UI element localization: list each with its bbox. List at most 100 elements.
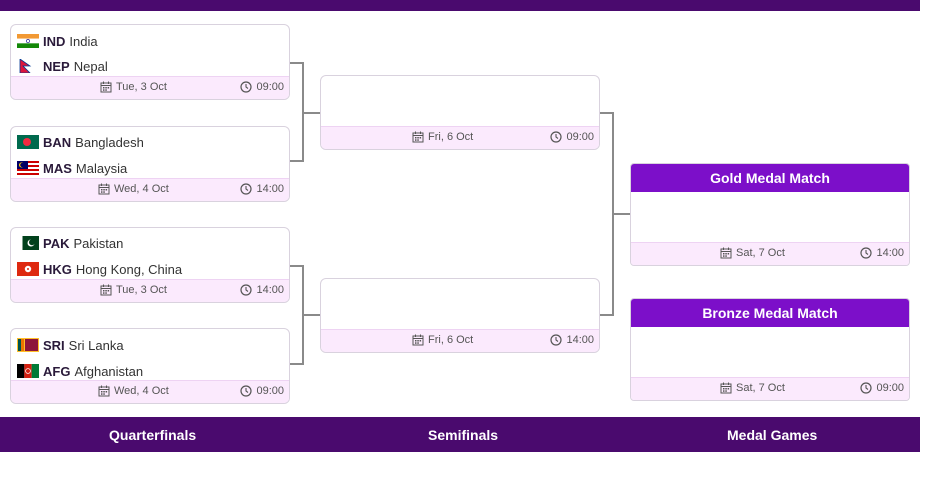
clock-icon bbox=[240, 284, 253, 296]
team-row[interactable]: AFG Afghanistan bbox=[17, 361, 143, 381]
team-code: IND bbox=[43, 33, 66, 49]
team-row[interactable]: NEP Nepal bbox=[17, 56, 108, 76]
match-date: Sat, 7 Oct bbox=[720, 247, 785, 259]
match-time: 09:00 bbox=[860, 382, 904, 394]
malaysia-flag bbox=[17, 161, 39, 175]
clock-icon bbox=[860, 247, 873, 259]
team-code: SRI bbox=[43, 337, 65, 353]
bangladesh-flag bbox=[17, 135, 39, 149]
bronze-medal-match[interactable]: Bronze Medal Match Sat, 7 Oct 09:00 bbox=[630, 298, 910, 401]
time-text: 14:00 bbox=[566, 334, 594, 346]
clock-icon bbox=[240, 183, 253, 195]
team-code: HKG bbox=[43, 261, 72, 277]
team-code: PAK bbox=[43, 235, 70, 251]
match-footer: Wed, 4 Oct 14:00 bbox=[11, 178, 289, 201]
team-row[interactable]: SRI Sri Lanka bbox=[17, 335, 124, 355]
quarterfinal-match-2[interactable]: BAN Bangladesh MAS Malaysia Wed, 4 Oct 1… bbox=[10, 126, 290, 202]
team-name: India bbox=[69, 33, 98, 49]
team-row[interactable]: IND India bbox=[17, 31, 98, 51]
hong-kong-flag bbox=[17, 262, 39, 276]
match-footer: Sat, 7 Oct 09:00 bbox=[631, 377, 909, 400]
match-time: 14:00 bbox=[550, 334, 594, 346]
match-footer: Sat, 7 Oct 14:00 bbox=[631, 242, 909, 265]
date-text: Sat, 7 Oct bbox=[736, 247, 785, 259]
india-flag bbox=[17, 34, 39, 48]
team-code: BAN bbox=[43, 134, 72, 150]
clock-icon bbox=[550, 334, 563, 346]
match-footer: Tue, 3 Oct 09:00 bbox=[11, 76, 289, 99]
time-text: 09:00 bbox=[256, 385, 284, 397]
date-text: Fri, 6 Oct bbox=[428, 131, 474, 143]
team-row[interactable]: HKG Hong Kong, China bbox=[17, 259, 182, 279]
bracket-connector bbox=[290, 62, 304, 64]
clock-icon bbox=[550, 131, 563, 143]
calendar-icon bbox=[100, 284, 112, 296]
match-time: 09:00 bbox=[240, 81, 284, 93]
bracket-connector bbox=[600, 112, 614, 114]
match-footer: Tue, 3 Oct 14:00 bbox=[11, 279, 289, 302]
clock-icon bbox=[240, 385, 253, 397]
calendar-icon bbox=[720, 382, 732, 394]
calendar-icon bbox=[720, 247, 732, 259]
quarterfinal-match-4[interactable]: SRI Sri Lanka AFG Afghanistan Wed, 4 Oct… bbox=[10, 328, 290, 404]
match-time: 14:00 bbox=[240, 183, 284, 195]
team-name: Bangladesh bbox=[75, 134, 144, 150]
match-time: 09:00 bbox=[550, 131, 594, 143]
quarterfinal-match-3[interactable]: PAK Pakistan HKG Hong Kong, China Tue, 3… bbox=[10, 227, 290, 303]
calendar-icon bbox=[100, 81, 112, 93]
time-text: 09:00 bbox=[876, 382, 904, 394]
match-time: 14:00 bbox=[860, 247, 904, 259]
pakistan-flag bbox=[17, 236, 39, 250]
date-text: Fri, 6 Oct bbox=[428, 334, 474, 346]
bracket-connector bbox=[290, 160, 304, 162]
team-code: AFG bbox=[43, 363, 71, 379]
date-text: Tue, 3 Oct bbox=[116, 81, 167, 93]
calendar-icon bbox=[412, 334, 424, 346]
round-label-semifinals[interactable]: Semifinals bbox=[428, 427, 499, 443]
clock-icon bbox=[240, 81, 253, 93]
gold-medal-match[interactable]: Gold Medal Match Sat, 7 Oct 14:00 bbox=[630, 163, 910, 266]
time-text: 09:00 bbox=[566, 131, 594, 143]
calendar-icon bbox=[98, 385, 110, 397]
match-date: Fri, 6 Oct bbox=[412, 334, 473, 346]
team-name: Sri Lanka bbox=[68, 337, 124, 353]
time-text: 14:00 bbox=[876, 247, 904, 259]
match-footer: Fri, 6 Oct 09:00 bbox=[321, 126, 599, 149]
nepal-flag bbox=[17, 58, 39, 74]
team-row[interactable]: MAS Malaysia bbox=[17, 158, 127, 178]
team-name: Malaysia bbox=[75, 160, 128, 176]
bronze-medal-title: Bronze Medal Match bbox=[631, 299, 909, 327]
date-text: Tue, 3 Oct bbox=[116, 284, 167, 296]
round-label-quarterfinals[interactable]: Quarterfinals bbox=[109, 427, 197, 443]
quarterfinal-match-1[interactable]: IND India NEP Nepal Tue, 3 Oct 09:00 bbox=[10, 24, 290, 100]
match-date: Tue, 3 Oct bbox=[100, 81, 167, 93]
date-text: Wed, 4 Oct bbox=[114, 385, 169, 397]
bracket-connector bbox=[290, 265, 304, 267]
afghanistan-flag bbox=[17, 364, 39, 378]
match-footer: Wed, 4 Oct 09:00 bbox=[11, 380, 289, 403]
bracket-connector bbox=[290, 363, 304, 365]
semifinal-match-2[interactable]: Fri, 6 Oct 14:00 bbox=[320, 278, 600, 353]
bracket-connector bbox=[612, 213, 630, 215]
time-text: 14:00 bbox=[256, 183, 284, 195]
calendar-icon bbox=[98, 183, 110, 195]
bracket-connector bbox=[302, 112, 320, 114]
date-text: Sat, 7 Oct bbox=[736, 382, 785, 394]
round-label-medal-games[interactable]: Medal Games bbox=[727, 427, 818, 443]
team-row[interactable]: BAN Bangladesh bbox=[17, 132, 144, 152]
calendar-icon bbox=[412, 131, 424, 143]
match-time: 14:00 bbox=[240, 284, 284, 296]
time-text: 09:00 bbox=[256, 81, 284, 93]
team-name: Afghanistan bbox=[74, 363, 144, 379]
bracket-connector bbox=[600, 314, 614, 316]
semifinal-match-1[interactable]: Fri, 6 Oct 09:00 bbox=[320, 75, 600, 150]
match-date: Sat, 7 Oct bbox=[720, 382, 785, 394]
match-date: Tue, 3 Oct bbox=[100, 284, 167, 296]
team-name: Pakistan bbox=[73, 235, 124, 251]
team-name: Hong Kong, China bbox=[75, 261, 183, 277]
match-footer: Fri, 6 Oct 14:00 bbox=[321, 329, 599, 352]
match-date: Fri, 6 Oct bbox=[412, 131, 473, 143]
sri-lanka-flag bbox=[17, 338, 39, 352]
team-row[interactable]: PAK Pakistan bbox=[17, 233, 123, 253]
bracket-connector bbox=[302, 314, 320, 316]
